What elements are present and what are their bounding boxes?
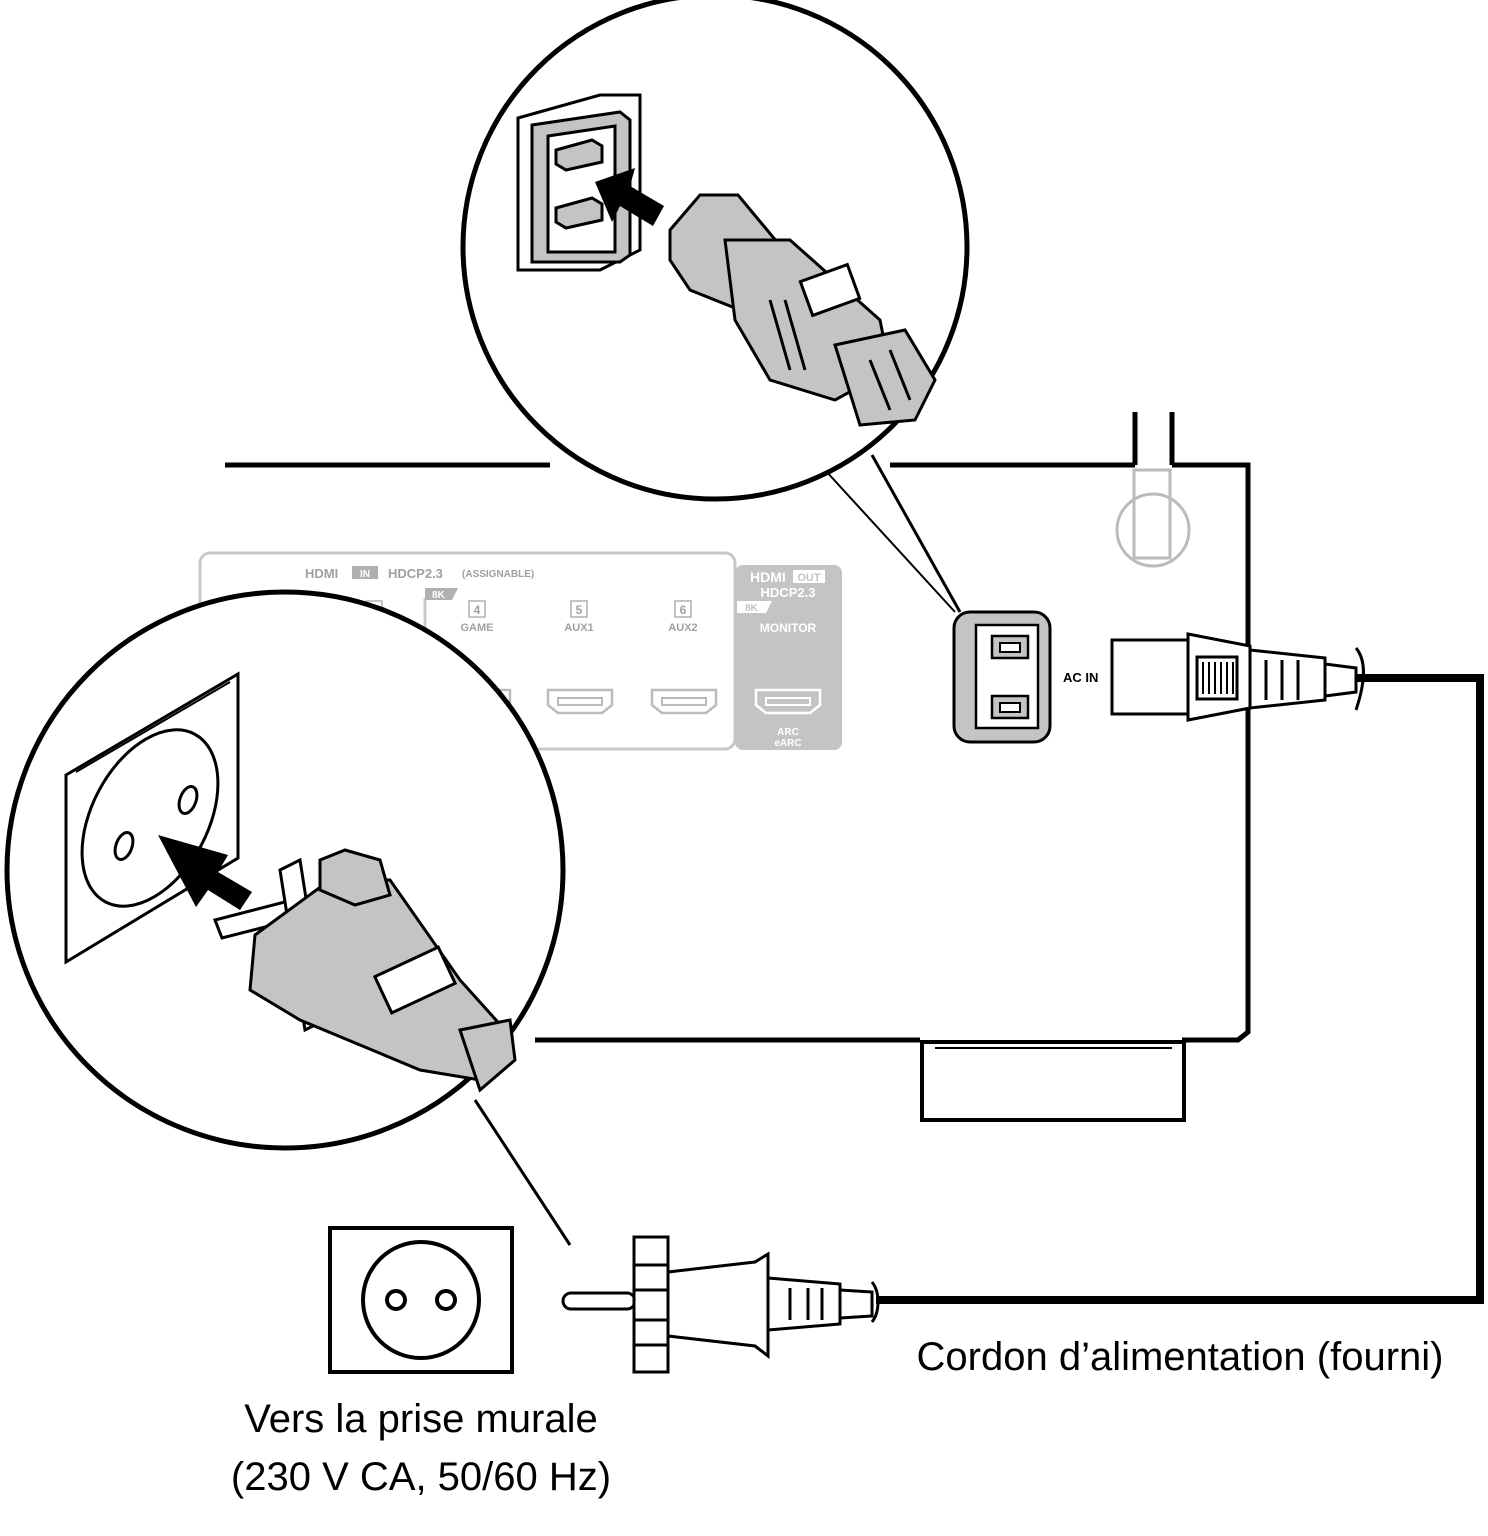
in-badge: IN xyxy=(360,569,370,580)
aux2-label: AUX2 xyxy=(668,622,697,634)
out-badge: OUT xyxy=(797,572,821,584)
wall-outlet-magnifier xyxy=(4,589,572,1246)
magnified-europlug xyxy=(212,848,517,1093)
hdmi-out-title: HDMI xyxy=(750,569,786,585)
badge-8k-out: 8K xyxy=(745,603,759,614)
svg-text:6: 6 xyxy=(680,603,687,617)
receiver-foot xyxy=(920,1040,1186,1122)
wall-outlet xyxy=(328,1226,514,1374)
wall-outlet-label-line2: (230 V CA, 50/60 Hz) xyxy=(231,1455,611,1499)
magnified-wall-socket xyxy=(64,671,240,965)
hdmi-input-5: 5 AUX1 xyxy=(546,600,614,715)
power-cord xyxy=(876,674,1484,1304)
monitor-label: MONITOR xyxy=(760,621,817,635)
hdmi-input-6: 6 AUX2 xyxy=(650,600,718,715)
wall-outlet-label-line1: Vers la prise murale xyxy=(244,1397,597,1441)
hdcp-out-label: HDCP2.3 xyxy=(761,585,816,600)
badge-8k-in: 8K xyxy=(432,590,446,601)
hdmi-output-panel: HDMI OUT HDCP2.3 8K MONITOR ARC eARC xyxy=(735,565,842,750)
hdmi-in-title: HDMI xyxy=(305,566,338,581)
aux1-label: AUX1 xyxy=(564,622,593,634)
insert-arrow-icon xyxy=(595,168,664,226)
receiver-rear-panel xyxy=(225,462,1251,1043)
hdcp-in-label: HDCP2.3 xyxy=(388,566,443,581)
europlug xyxy=(561,1235,880,1374)
assignable-label: (ASSIGNABLE) xyxy=(462,569,534,580)
svg-text:5: 5 xyxy=(576,603,583,617)
earc-label: eARC xyxy=(774,738,801,749)
arc-label: ARC xyxy=(777,727,799,738)
svg-text:4: 4 xyxy=(474,603,481,617)
magnified-inlet xyxy=(516,93,642,272)
magnified-iec-plug xyxy=(668,193,937,427)
ac-in-label: AC IN xyxy=(1063,670,1098,685)
game-label: GAME xyxy=(461,622,494,634)
ac-in-inlet: AC IN xyxy=(952,610,1098,744)
power-cord-label: Cordon d’alimentation (fourni) xyxy=(917,1335,1444,1379)
antenna-connector xyxy=(1115,412,1191,568)
iec-plug xyxy=(1110,632,1365,722)
insert-arrow-icon-2 xyxy=(158,835,252,910)
iec-connection-magnifier xyxy=(460,0,970,613)
